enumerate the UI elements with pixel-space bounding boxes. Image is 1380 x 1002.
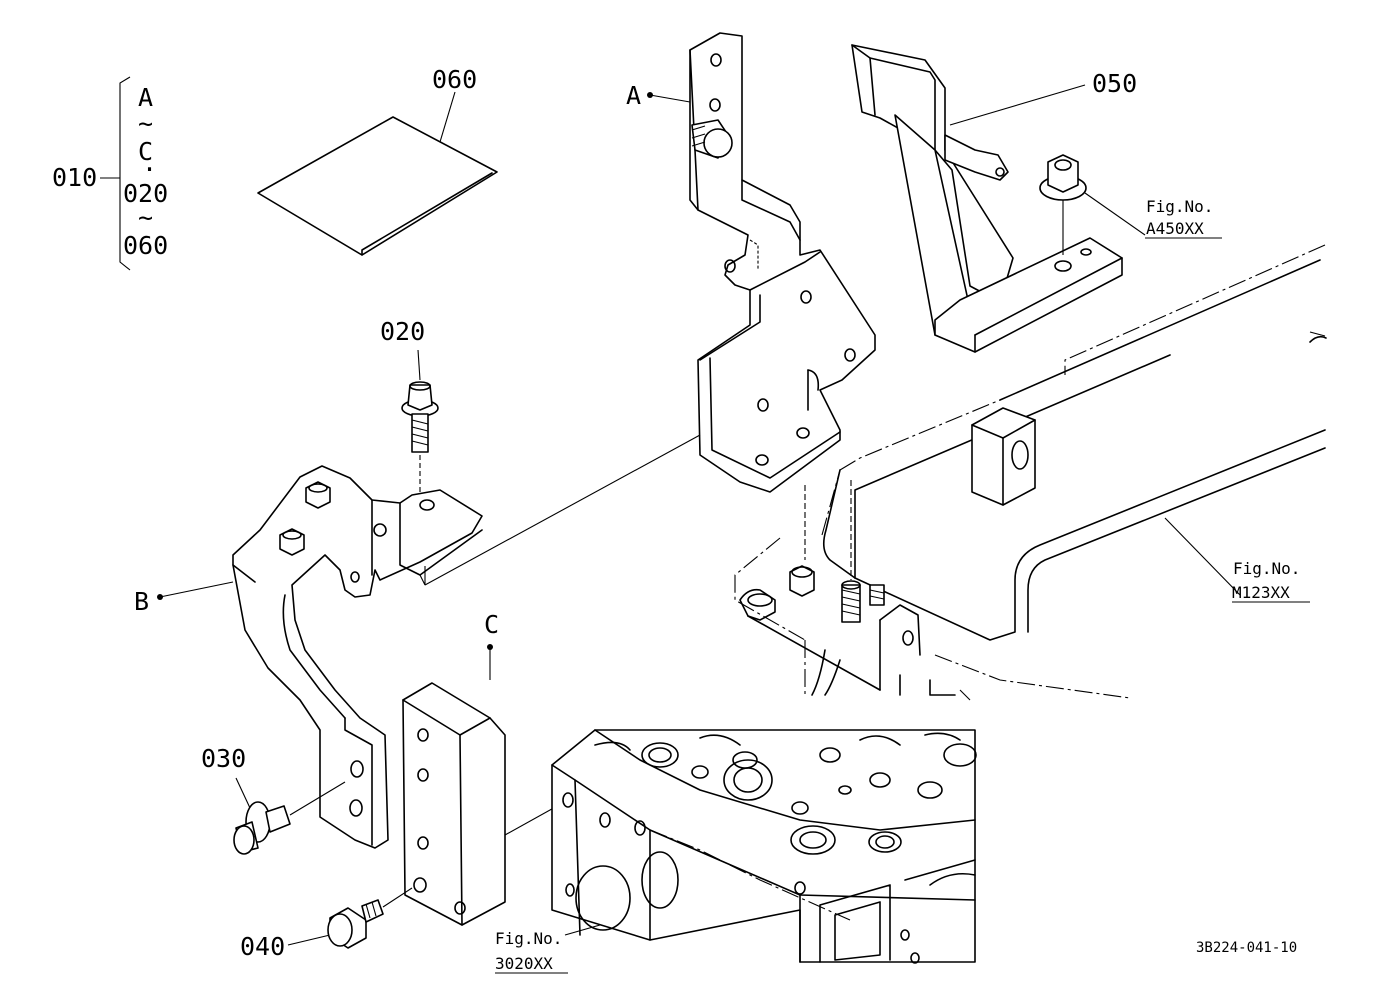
label-060: 060 [432, 65, 477, 94]
flange-nut [1039, 154, 1087, 255]
fig-m123-prefix: Fig.No. [1233, 559, 1300, 578]
label-ref-c: C [484, 610, 499, 639]
part-c-plate: C [402, 610, 569, 926]
part-050-support: 050 Fig.No. A450XX [851, 44, 1222, 353]
fig-a450-code: A450XX [1146, 219, 1204, 238]
label-ref-a: A [626, 81, 641, 110]
part-a-bracket: A [626, 32, 876, 493]
drawing-number: 3B224-041-10 [1196, 940, 1297, 956]
group-line-2: ~ [138, 109, 153, 138]
part-020-bolt: 020 [380, 317, 439, 505]
fig-a450-prefix: Fig.No. [1146, 197, 1213, 216]
part-030-bolt: 030 [201, 744, 346, 855]
group-parent-label: 010 [52, 163, 97, 192]
group-line-7: 060 [123, 231, 168, 260]
part-040-bolt: 040 [240, 887, 413, 961]
group-brace [119, 76, 131, 271]
frame-phantom [734, 244, 1326, 701]
group-line-3: C [138, 137, 153, 166]
group-line-6: ~ [138, 203, 153, 232]
frame-side-member: Fig.No. M123XX [822, 259, 1327, 641]
group-line-4: · [142, 155, 157, 184]
cylinder-head: Fig.No. 3020XX [495, 729, 977, 974]
fig-3020-code: 3020XX [495, 954, 553, 973]
fig-m123-code: M123XX [1232, 583, 1290, 602]
label-040: 040 [240, 932, 285, 961]
group-line-1: A [138, 83, 153, 112]
label-050: 050 [1092, 69, 1137, 98]
lower-frame-detail [739, 480, 956, 696]
bracket-group-legend: 010 A ~ C · 020 ~ 060 [52, 76, 168, 271]
part-b-bracket: B [134, 434, 701, 849]
label-030: 030 [201, 744, 246, 773]
label-ref-b: B [134, 587, 149, 616]
fig-3020-prefix: Fig.No. [495, 929, 562, 948]
part-060-sheet: 060 [257, 65, 498, 256]
group-line-5: 020 [123, 179, 168, 208]
label-020: 020 [380, 317, 425, 346]
